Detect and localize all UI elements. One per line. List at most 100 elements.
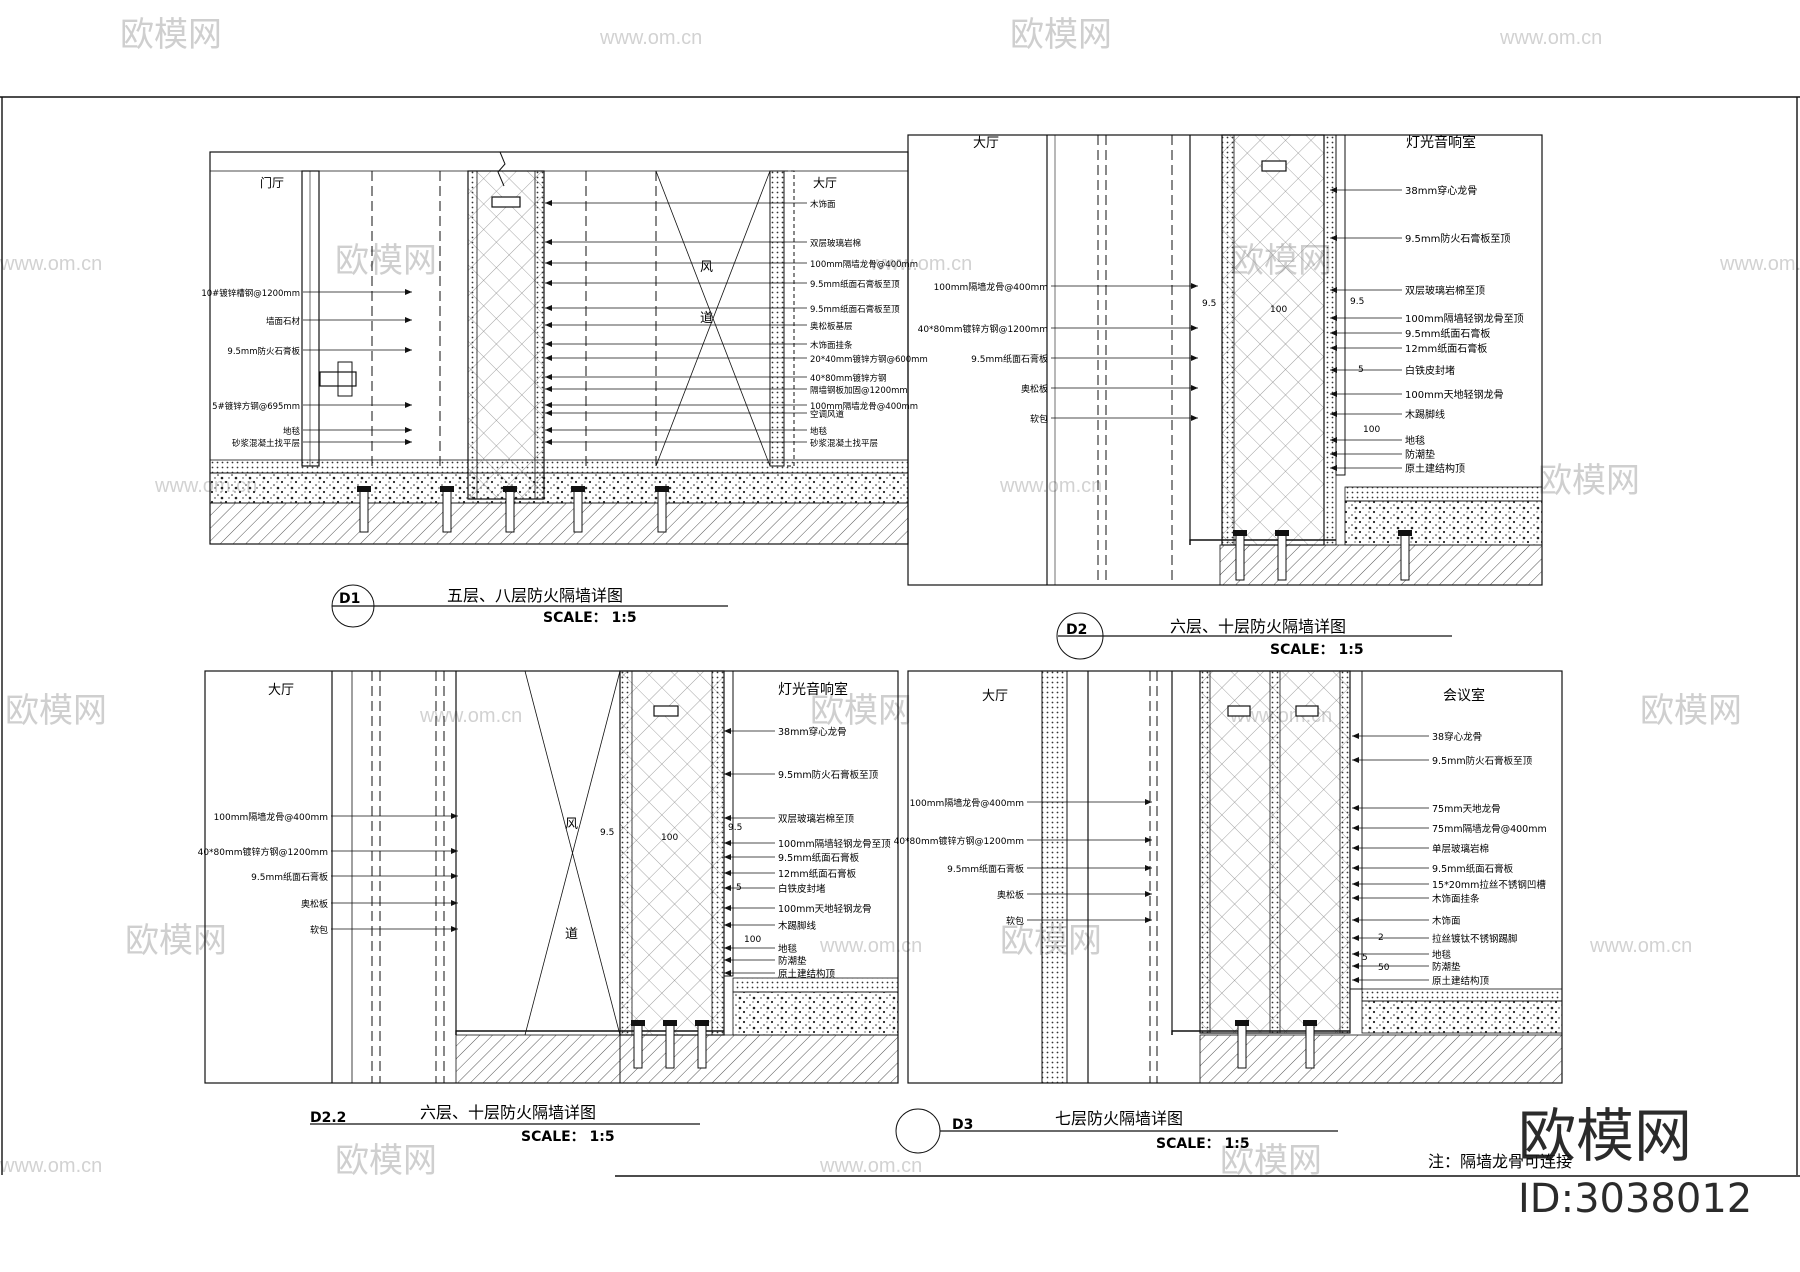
anchor-bolt bbox=[1237, 1021, 1247, 1069]
d22-duct-1: 风 bbox=[565, 817, 578, 832]
anchor-bolt bbox=[442, 487, 452, 533]
arrow-head bbox=[1352, 963, 1359, 969]
arrow-head bbox=[1330, 451, 1337, 457]
d3-room-right: 会议室 bbox=[1443, 687, 1485, 704]
anchor-bolt bbox=[1305, 1021, 1315, 1069]
arrow-head bbox=[724, 885, 731, 891]
anchor-bolt bbox=[573, 487, 583, 533]
watermark-brand: 欧模网 bbox=[1640, 691, 1742, 731]
callout-label: 地毯 bbox=[1405, 434, 1425, 447]
callout-label: 9.5mm纸面石膏板 bbox=[251, 871, 328, 883]
d1-left-labels: 10#镀锌槽钢@1200mm墙面石材9.5mm防火石膏板5#镀锌方钢@695mm… bbox=[201, 288, 412, 449]
d1-title: 五层、八层防火隔墙详图 bbox=[447, 586, 623, 605]
dimension-text: 9.5 bbox=[600, 828, 614, 838]
watermark-brand: 欧模网 bbox=[5, 691, 107, 731]
callout-label: 9.5mm纸面石膏板 bbox=[947, 863, 1024, 875]
watermark-url: www.om.cn bbox=[999, 475, 1102, 497]
callout-label: 单层玻璃岩棉 bbox=[1432, 843, 1489, 855]
d22-duct-2: 道 bbox=[565, 927, 578, 942]
callout-label: 9.5mm防火石膏板 bbox=[227, 346, 300, 357]
d1-tag: D1 bbox=[339, 591, 360, 607]
watermark-brand: 欧模网 bbox=[810, 691, 912, 731]
callout-label: 38mm穿心龙骨 bbox=[778, 726, 847, 738]
arrow-head bbox=[1330, 437, 1337, 443]
callout-label: 40*80mm镀锌方钢@1200mm bbox=[894, 835, 1024, 847]
arrow-head bbox=[1145, 837, 1152, 843]
callout-label: 9.5mm纸面石膏板 bbox=[971, 353, 1048, 365]
arrow-head bbox=[724, 905, 731, 911]
d3-perforated-panel bbox=[1041, 670, 1068, 1084]
arrow-head bbox=[1330, 465, 1337, 471]
arrow-head bbox=[545, 427, 552, 433]
callout-label: 100mm隔墙龙骨@400mm bbox=[214, 811, 328, 823]
dimension-text: 100 bbox=[1270, 305, 1287, 315]
callout-label: 9.5mm纸面石膏板 bbox=[1405, 327, 1490, 340]
d3-title: 七层防火隔墙详图 bbox=[1055, 1109, 1183, 1128]
callout-label: 隔墙钢板加固@1200mm bbox=[810, 385, 908, 396]
callout-label: 9.5mm纸面石膏板至顶 bbox=[810, 304, 900, 315]
watermark-brand: 欧模网 bbox=[1538, 461, 1640, 501]
callout-label: 奥松板 bbox=[301, 898, 328, 910]
anchor-bolt bbox=[505, 487, 515, 533]
callout-label: 砂浆混凝土找平层 bbox=[810, 438, 878, 449]
arrow-head bbox=[1352, 865, 1359, 871]
callout-label: 木饰面挂条 bbox=[810, 340, 853, 351]
callout-label: 40*80mm镀锌方钢@1200mm bbox=[918, 323, 1048, 335]
callout-label: 防潮垫 bbox=[1405, 448, 1435, 461]
d1-duct-1: 风 bbox=[700, 260, 713, 275]
callout-label: 40*80mm镀锌方钢@1200mm bbox=[198, 846, 328, 858]
arrow-head bbox=[451, 926, 458, 932]
arrow-head bbox=[1145, 891, 1152, 897]
callout-label: 双层玻璃岩棉至顶 bbox=[1405, 284, 1485, 297]
callout-label: 20*40mm镀锌方钢@600mm bbox=[810, 354, 928, 365]
arrow-head bbox=[405, 347, 412, 353]
arrow-head bbox=[724, 728, 731, 734]
arrow-head bbox=[724, 854, 731, 860]
callout-label: 奥松板 bbox=[1021, 383, 1048, 395]
corner-brand: 欧模网 bbox=[1518, 1102, 1692, 1170]
callout-label: 木饰面 bbox=[1432, 915, 1461, 927]
arrow-head bbox=[724, 957, 731, 963]
arrow-head bbox=[1191, 283, 1198, 289]
callout-label: 100mm隔墙龙骨@400mm bbox=[810, 259, 918, 270]
watermark-url: www.om.cn bbox=[1589, 935, 1692, 957]
anchor-nut bbox=[631, 1020, 645, 1026]
callout-label: 100mm隔墙轻钢龙骨至顶 bbox=[778, 838, 891, 850]
d22-title: 六层、十层防火隔墙详图 bbox=[420, 1103, 596, 1122]
callout-label: 9.5mm防火石膏板至顶 bbox=[778, 769, 879, 781]
watermark-url: www.om.cn bbox=[1719, 253, 1800, 275]
arrow-head bbox=[1191, 415, 1198, 421]
callout-label: 地毯 bbox=[1432, 949, 1452, 961]
callout-label: 地毯 bbox=[810, 426, 828, 437]
arrow-head bbox=[724, 815, 731, 821]
watermark-url: www.om.cn bbox=[819, 1155, 922, 1177]
watermark-brand: 欧模网 bbox=[125, 921, 227, 961]
detail-d2: 大厅 灯光音响室 100mm隔墙龙骨@400mm40*80mm镀锌方钢@1200… bbox=[907, 134, 1543, 660]
d22-room-left: 大厅 bbox=[268, 683, 294, 698]
arrow-head bbox=[545, 386, 552, 392]
watermark-url: www.om.cn bbox=[419, 705, 522, 727]
arrow-head bbox=[1352, 805, 1359, 811]
callout-label: 木踢脚线 bbox=[1405, 408, 1445, 421]
arrow-head bbox=[451, 848, 458, 854]
arrow-head bbox=[405, 317, 412, 323]
arrow-head bbox=[545, 322, 552, 328]
arrow-head bbox=[724, 870, 731, 876]
d2-title: 六层、十层防火隔墙详图 bbox=[1170, 617, 1346, 636]
d1-screed bbox=[209, 472, 909, 504]
arrow-head bbox=[545, 200, 552, 206]
arrow-head bbox=[724, 970, 731, 976]
arrow-head bbox=[451, 873, 458, 879]
watermark-brand: 欧模网 bbox=[1010, 15, 1112, 55]
callout-label: 38mm穿心龙骨 bbox=[1405, 184, 1477, 197]
d2-room-right: 灯光音响室 bbox=[1406, 134, 1476, 151]
d22-scale: SCALE： 1:5 bbox=[521, 1129, 615, 1145]
d22-room-right: 灯光音响室 bbox=[778, 681, 848, 698]
dimension-text: 5 bbox=[1358, 365, 1364, 375]
callout-label: 木饰面挂条 bbox=[1432, 893, 1480, 905]
arrow-head bbox=[405, 402, 412, 408]
callout-label: 100mm隔墙龙骨@400mm bbox=[810, 401, 918, 412]
callout-label: 奥松板 bbox=[997, 889, 1024, 901]
d1-wall-core bbox=[467, 170, 545, 500]
